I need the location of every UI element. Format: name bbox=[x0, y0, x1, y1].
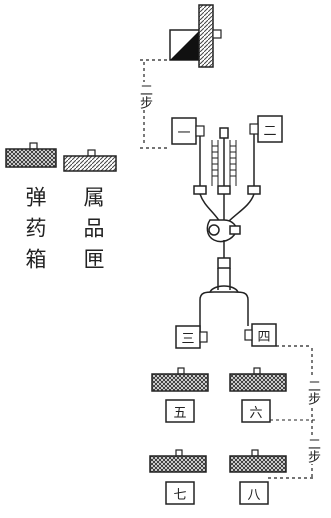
step-note-bottom: 二步 bbox=[304, 436, 320, 464]
ammo-box-row-2-right bbox=[229, 449, 287, 473]
unit-5-label: 五 bbox=[173, 406, 187, 421]
legend-ammo-box-icon bbox=[5, 142, 57, 168]
unit-3-label: 三 bbox=[181, 332, 195, 347]
ammo-box-row-1-right bbox=[229, 367, 287, 392]
unit-4-box bbox=[244, 323, 277, 347]
unit-1-label: 一 bbox=[177, 126, 191, 141]
top-marker bbox=[169, 4, 222, 68]
unit-2-label: 二 bbox=[263, 124, 277, 139]
unit-6-box bbox=[241, 399, 271, 423]
unit-8-label: 八 bbox=[247, 488, 261, 503]
unit-6-label: 六 bbox=[249, 406, 263, 421]
step-note-middle: 二步 bbox=[304, 378, 320, 406]
unit-7-label: 七 bbox=[173, 488, 187, 503]
unit-3-box bbox=[175, 325, 208, 349]
gun-carriage bbox=[193, 127, 261, 332]
unit-7-box bbox=[165, 481, 195, 505]
legend-accessory-box-icon bbox=[63, 149, 117, 172]
legend-accessory-box-caption: 属品匣 bbox=[81, 186, 105, 279]
unit-8-box bbox=[239, 481, 269, 505]
unit-5-box bbox=[165, 399, 195, 423]
step-note-top: 二步 bbox=[136, 82, 152, 110]
ammo-box-row-2-left bbox=[149, 449, 207, 473]
unit-2-box bbox=[249, 115, 283, 143]
unit-1-box bbox=[171, 117, 205, 145]
legend-ammo-box-caption: 弹药箱 bbox=[23, 186, 47, 279]
unit-4-label: 四 bbox=[257, 330, 271, 345]
ammo-box-row-1-left bbox=[151, 367, 209, 392]
